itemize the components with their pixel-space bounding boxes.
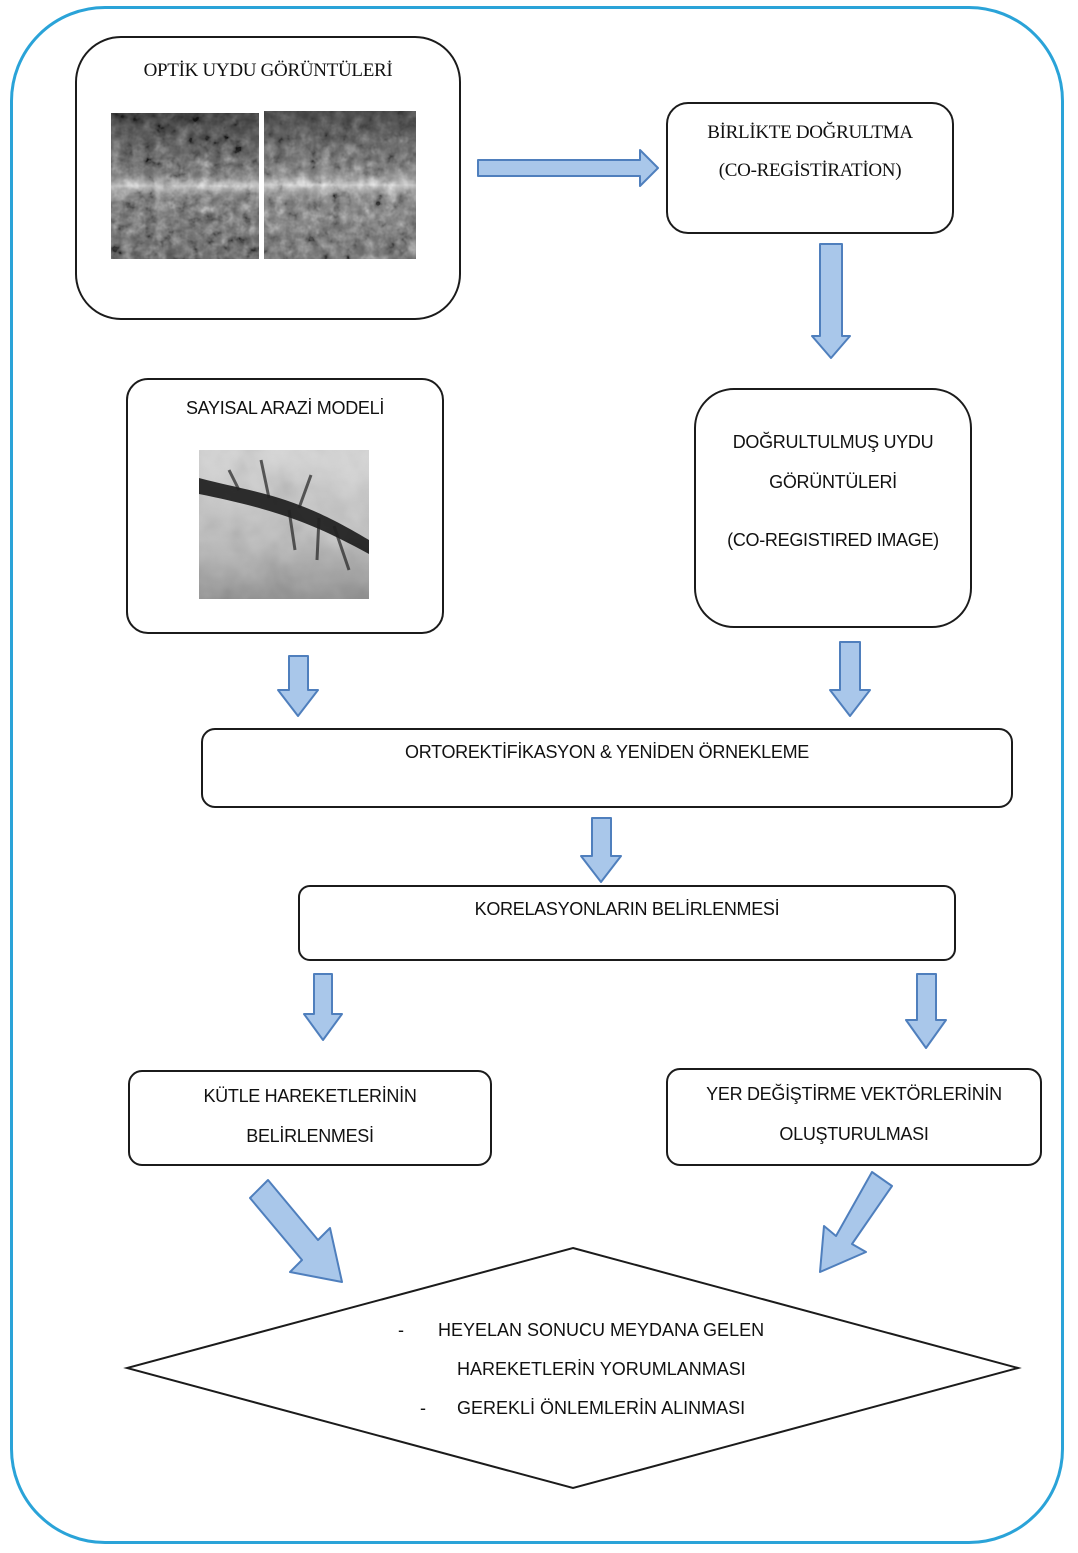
co-registered-image-line2: GÖRÜNTÜLERİ <box>769 472 897 492</box>
arrow-down-coregistered-to-ortho <box>829 641 871 717</box>
satellite-image-right <box>264 111 416 259</box>
mass-movement-line1: KÜTLE HAREKETLERİNİN <box>203 1086 417 1106</box>
diamond-bullet1-line1: HEYELAN SONUCU MEYDANA GELEN <box>438 1320 765 1340</box>
diamond-bullet1-line2: HAREKETLERİN YORUMLANMASI <box>457 1359 746 1379</box>
displacement-vectors-box: YER DEĞİŞTİRME VEKTÖRLERİNİN OLUŞTURULMA… <box>666 1068 1042 1166</box>
displacement-vectors-line2: OLUŞTURULMASI <box>779 1124 929 1144</box>
result-diamond <box>123 1246 1022 1490</box>
arrow-down-correlation-to-displacement <box>905 973 947 1049</box>
satellite-image-left <box>111 113 259 259</box>
mass-movement-box: KÜTLE HAREKETLERİNİN BELİRLENMESİ <box>128 1070 492 1166</box>
arrow-down-dem-to-ortho <box>277 655 319 717</box>
arrow-right-to-coregistration <box>477 149 659 187</box>
arrow-down-to-coregistered <box>811 243 851 359</box>
orthorectification-box: ORTOREKTİFİKASYON & YENİDEN ÖRNEKLEME <box>201 728 1013 808</box>
co-registered-image-line1: DOĞRULTULMUŞ UYDU <box>732 432 934 452</box>
co-registered-image-line3: (CO-REGISTIRED IMAGE) <box>727 530 939 550</box>
mass-movement-line2: BELİRLENMESİ <box>246 1126 374 1146</box>
arrow-down-ortho-to-correlation <box>580 817 622 883</box>
arrow-diagonal-mass-to-diamond <box>249 1179 343 1283</box>
diamond-bullet2: GEREKLİ ÖNLEMLERİN ALINMASI <box>457 1398 746 1418</box>
dem-image <box>199 450 369 599</box>
arrow-down-correlation-to-mass <box>303 973 343 1041</box>
co-registration-label-en: (CO-REGİSTİRATİON) <box>718 160 902 181</box>
arrow-diagonal-displacement-to-diamond <box>819 1171 893 1273</box>
co-registration-label-tr: BİRLİKTE DOĞRULTMA <box>707 122 913 143</box>
correlation-box: KORELASYONLARIN BELİRLENMESİ <box>298 885 956 961</box>
correlation-label: KORELASYONLARIN BELİRLENMESİ <box>474 899 780 919</box>
orthorectification-label: ORTOREKTİFİKASYON & YENİDEN ÖRNEKLEME <box>405 742 809 762</box>
diamond-bullet1-dash: - <box>398 1320 404 1340</box>
displacement-vectors-line1: YER DEĞİŞTİRME VEKTÖRLERİNİN <box>706 1084 1002 1104</box>
diamond-bullet2-dash: - <box>420 1398 426 1418</box>
optical-satellite-images-title: OPTİK UYDU GÖRÜNTÜLERİ <box>143 60 393 81</box>
outer-frame <box>10 6 1064 1544</box>
co-registered-image-box: DOĞRULTULMUŞ UYDU GÖRÜNTÜLERİ (CO-REGIST… <box>694 388 972 628</box>
digital-elevation-model-title: SAYISAL ARAZİ MODELİ <box>185 398 385 418</box>
co-registration-box: BİRLİKTE DOĞRULTMA (CO-REGİSTİRATİON) <box>666 102 954 234</box>
